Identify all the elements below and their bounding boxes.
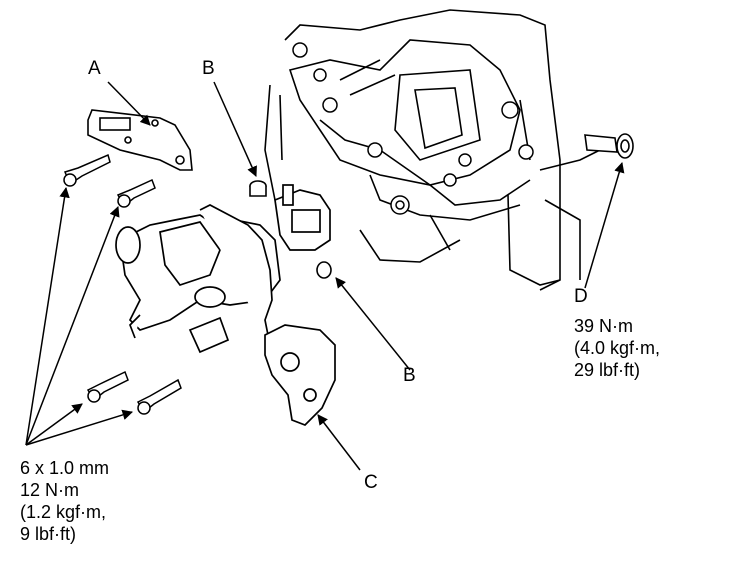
bracket-a bbox=[87, 109, 193, 171]
spec-bolts-line-1: 6 x 1.0 mm bbox=[20, 458, 110, 478]
spec-d-line-1: 39 N·m bbox=[574, 316, 634, 336]
spec-bolts-line-4: 9 lbf·ft) bbox=[20, 524, 77, 544]
engine-housing bbox=[264, 9, 601, 291]
spec-d-line-2: (4.0 kgf·m, bbox=[574, 338, 661, 358]
callout-b-top: B bbox=[202, 58, 215, 79]
leader-lines bbox=[25, 81, 625, 471]
housing-bolt-bosses bbox=[292, 42, 534, 215]
callout-c: C bbox=[364, 472, 378, 493]
callout-b-bottom: B bbox=[403, 365, 416, 386]
left-bolts bbox=[63, 153, 182, 415]
bolt-d bbox=[584, 133, 634, 159]
callout-d: D bbox=[574, 286, 588, 307]
dowel-pins bbox=[249, 180, 332, 279]
spec-d-line-3: 29 lbf·ft) bbox=[574, 360, 641, 380]
spec-bolts-line-2: 12 N·m bbox=[20, 480, 80, 500]
actuator-assembly bbox=[115, 184, 331, 354]
callout-a: A bbox=[88, 58, 101, 79]
gasket-c bbox=[264, 324, 336, 426]
spec-bolts-line-3: (1.2 kgf·m, bbox=[20, 502, 107, 522]
